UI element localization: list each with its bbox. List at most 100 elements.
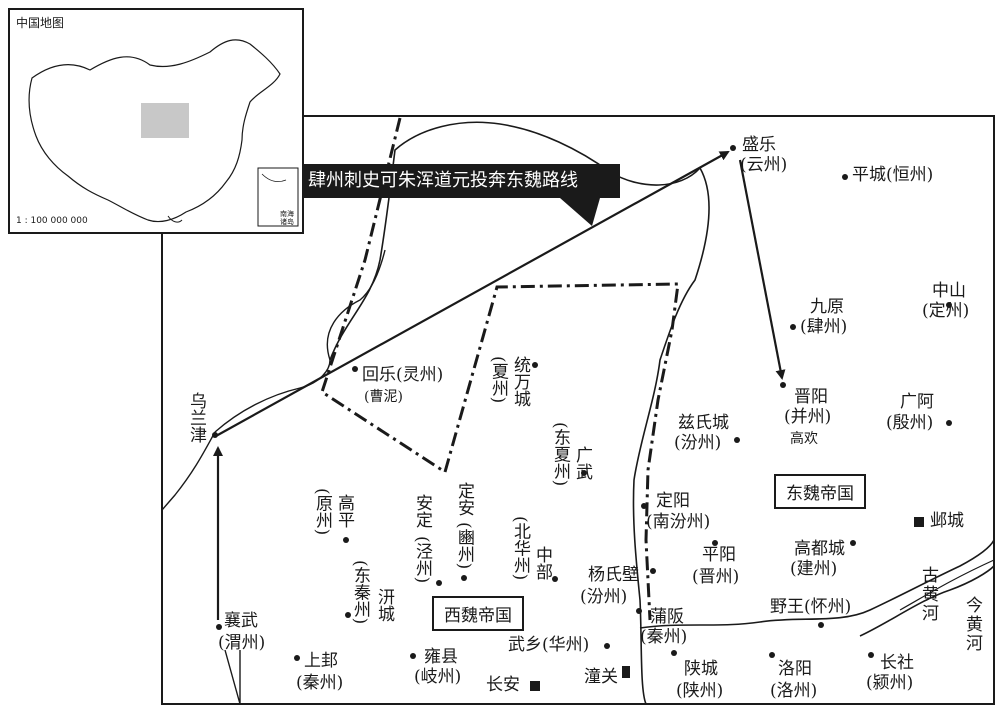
place-dot-yewang — [818, 622, 824, 628]
label-dingan-sub: (豳州) — [454, 522, 474, 570]
route-arrows — [213, 151, 786, 620]
inset-scale: 1 : 100 000 000 — [16, 216, 88, 226]
label-shanggui: 上邽 — [304, 651, 338, 671]
region-east-wei: 东魏帝国 — [774, 474, 866, 509]
label-dingyang-sub: (南汾州) — [646, 512, 711, 532]
label-qiancheng-sub: (东秦州) — [350, 560, 370, 625]
route-banner: 肆州刺史可朱浑道元投奔东魏路线 — [302, 164, 620, 198]
label-luoyang: 洛阳 — [778, 659, 812, 679]
label-gaodu-sub: (建州) — [790, 559, 838, 579]
label-shancheng: 陕城 — [684, 659, 718, 679]
place-dot-luoyang — [769, 652, 775, 658]
yellow-river-lower — [859, 565, 995, 637]
place-dot-anding — [436, 580, 442, 586]
inset-scs-box — [257, 167, 299, 227]
place-dot-gaodu — [850, 540, 856, 546]
label-yewang: 野王(怀州) — [770, 597, 852, 617]
label-tongwan: 统万城 — [510, 356, 530, 407]
southwest-corner-lines — [224, 649, 241, 705]
banner-pointer — [560, 198, 600, 226]
label-huile-note: (曹泥) — [364, 389, 403, 405]
label-puban: 蒲阪 — [650, 607, 684, 627]
northern-ridge — [326, 249, 386, 361]
place-dot-changshe — [868, 652, 874, 658]
label-changshe-sub: (颍州) — [866, 673, 914, 693]
label-anding-sub: (泾州) — [412, 536, 432, 584]
place-dot-guangwu — [581, 470, 587, 476]
place-dot-xiangwu — [216, 624, 222, 630]
label-guangwu: 广武 — [572, 446, 592, 480]
label-xiangwu-sub: (渭州) — [218, 633, 266, 653]
label-tongguan: 潼关 — [584, 667, 618, 687]
place-dot-dingyang — [641, 503, 647, 509]
label-shengle-sub: (云州) — [740, 155, 788, 175]
label-shancheng-sub: (陕州) — [676, 681, 724, 701]
map-frame — [161, 115, 995, 705]
label-wulanjin: 乌兰津 — [186, 392, 206, 443]
label-guangwu-sub: (东夏州) — [550, 422, 570, 487]
inset-china-map: 中国地图 南海诸岛 1 : 100 000 000 — [8, 8, 304, 234]
place-dot-yangshibi — [650, 568, 656, 574]
place-dot-tongwan — [532, 362, 538, 368]
inset-scs-label: 南海诸岛 — [280, 210, 294, 226]
label-dingyang: 定阳 — [656, 491, 690, 511]
place-dot-gaoping — [343, 537, 349, 543]
label-puban-sub: (秦州) — [640, 627, 688, 647]
label-zhongshan: 中山 — [932, 281, 966, 301]
yellow-river-upper — [899, 559, 995, 611]
label-dingan: 定安 — [454, 482, 474, 516]
place-dot-zhongbu — [552, 576, 558, 582]
label-yongxian: 雍县 — [424, 647, 458, 667]
label-pingyang-sub: (晋州) — [692, 567, 740, 587]
label-gaoping: 高平 — [334, 494, 354, 528]
place-dot-guanga — [946, 420, 952, 426]
label-changshe: 长社 — [880, 653, 914, 673]
label-river-modern: 今黄河 — [962, 596, 982, 653]
capital-changan — [530, 681, 540, 691]
label-changan: 长安 — [486, 675, 520, 695]
label-zhongbu: 中部 — [532, 546, 552, 580]
place-dot-jinyang — [780, 382, 786, 388]
place-dot-yongxian — [410, 653, 416, 659]
label-jinyang: 晋阳 — [794, 387, 828, 407]
label-jiuyuan: 九原 — [810, 297, 844, 317]
place-dot-puban — [636, 608, 642, 614]
label-gaoping-sub: (原州) — [312, 488, 332, 536]
label-guanga: 广阿 — [900, 392, 934, 412]
label-zhongshan-sub: (定州) — [922, 301, 970, 321]
label-tongwan-sub: (夏州) — [488, 356, 508, 404]
place-dot-wuxiang — [604, 643, 610, 649]
label-pingyang: 平阳 — [702, 545, 736, 565]
place-dot-wulanjin — [212, 432, 218, 438]
label-shanggui-sub: (秦州) — [296, 673, 344, 693]
label-anding: 安定 — [412, 494, 432, 528]
inset-highlight — [141, 103, 189, 138]
capital-yecheng — [914, 517, 924, 527]
label-cishi-sub: (汾州) — [674, 433, 722, 453]
label-xiangwu: 襄武 — [224, 611, 258, 631]
place-dot-huile — [352, 366, 358, 372]
label-yongxian-sub: (岐州) — [414, 667, 462, 687]
place-dot-shengle — [730, 145, 736, 151]
label-guanga-sub: (殷州) — [886, 413, 934, 433]
place-dot-shanggui — [294, 655, 300, 661]
place-dot-qiancheng — [345, 612, 351, 618]
place-dot-dingan — [461, 575, 467, 581]
place-dot-jiuyuan — [790, 324, 796, 330]
label-yecheng: 邺城 — [930, 511, 964, 531]
label-yangshibi: 杨氏壁 — [588, 565, 639, 585]
southwest-outline — [161, 431, 216, 511]
place-dot-cishi — [734, 437, 740, 443]
place-dot-shancheng — [671, 650, 677, 656]
label-jinyang-sub: (并州) — [784, 407, 832, 427]
label-luoyang-sub: (洛州) — [770, 681, 818, 701]
label-qiancheng: 汧城 — [374, 588, 394, 622]
label-huile: 回乐(灵州) — [362, 365, 444, 385]
label-jiuyuan-sub: (肆州) — [800, 317, 848, 337]
label-jinyang-note: 高欢 — [790, 431, 818, 447]
label-river-ancient: 古黄河 — [918, 566, 938, 623]
label-shengle: 盛乐 — [742, 135, 776, 155]
label-yangshibi-sub: (汾州) — [580, 587, 628, 607]
